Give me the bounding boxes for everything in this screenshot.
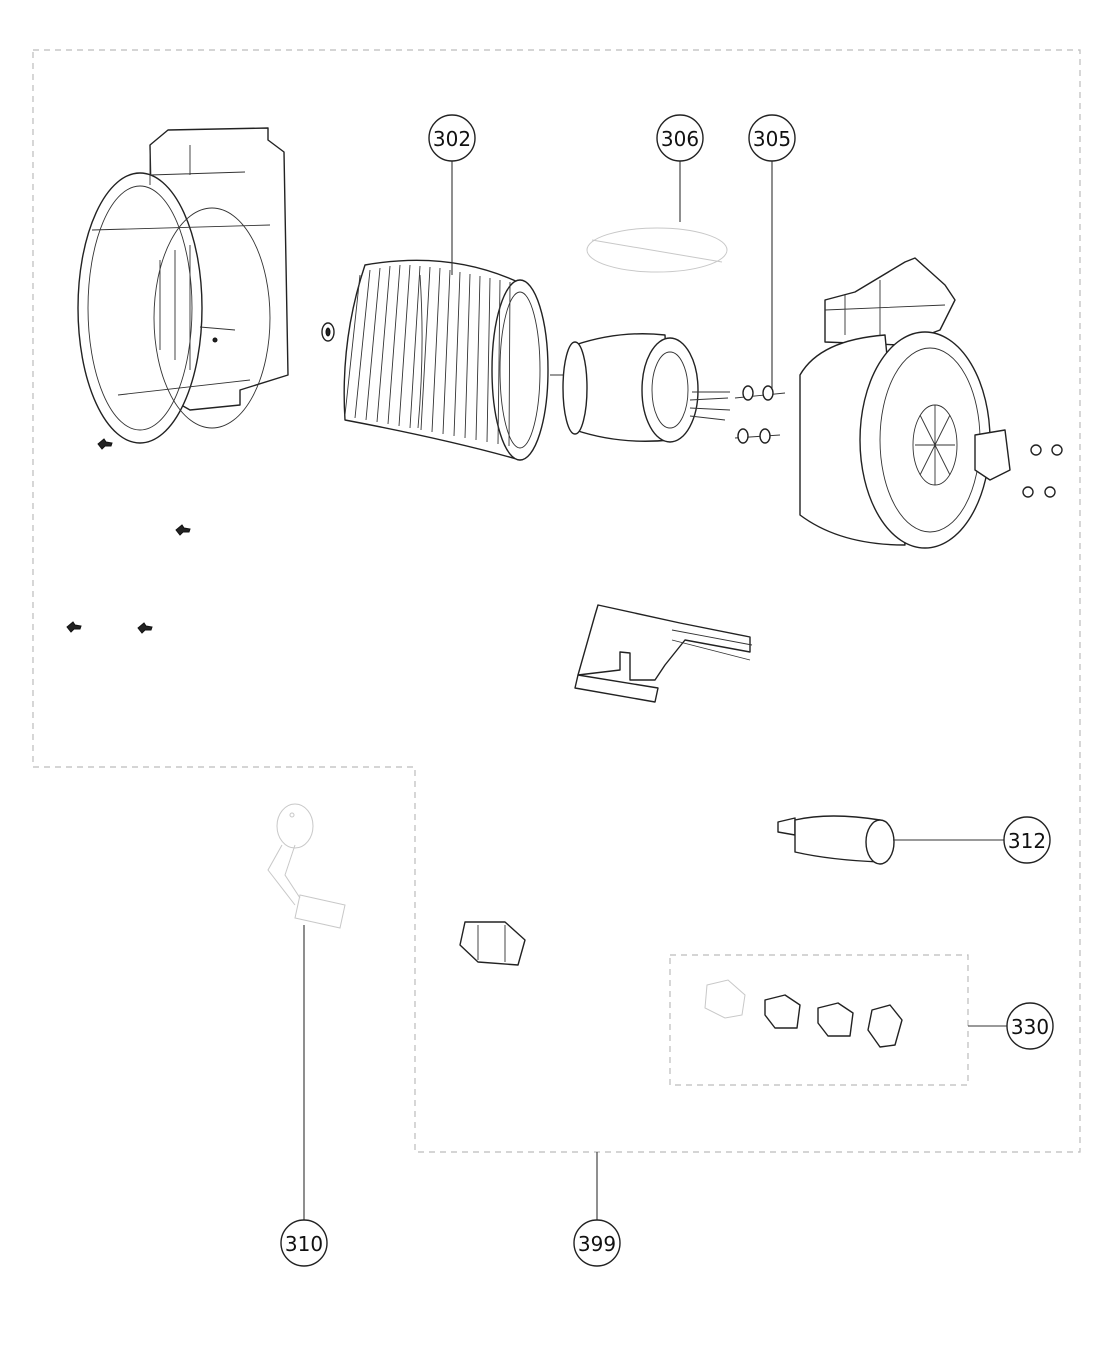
callout-312-label: 312	[1008, 829, 1046, 853]
terminal-block	[459, 921, 526, 966]
callout-399: 399	[573, 1219, 621, 1267]
leader-lines	[303, 161, 1007, 1220]
blower-wheel	[343, 259, 549, 461]
hub-nut	[321, 322, 335, 342]
blower-motor	[550, 333, 731, 443]
callout-306-label: 306	[661, 127, 699, 151]
callout-399-label: 399	[578, 1232, 616, 1256]
capacitor	[777, 815, 895, 865]
rubber-grommets	[734, 385, 786, 444]
callout-306: 306	[656, 114, 704, 162]
hex-nuts	[1022, 444, 1063, 498]
callout-330-label: 330	[1011, 1015, 1049, 1039]
assembly-boundary	[32, 49, 1081, 1153]
callout-302-label: 302	[433, 127, 471, 151]
callout-330: 330	[1006, 1002, 1054, 1050]
callout-310-label: 310	[285, 1232, 323, 1256]
callout-302: 302	[428, 114, 476, 162]
left-blower-housing	[77, 127, 289, 444]
screw-group	[66, 438, 191, 634]
callout-305: 305	[748, 114, 796, 162]
right-blower-housing	[799, 257, 1011, 549]
connector-kit-boundary	[669, 954, 969, 1086]
connector-kit	[704, 979, 903, 1048]
thermostat-harness	[267, 803, 346, 929]
callout-312: 312	[1003, 816, 1051, 864]
callout-305-label: 305	[753, 127, 791, 151]
mounting-ring	[586, 227, 728, 273]
callout-310: 310	[280, 1219, 328, 1267]
motor-bracket	[574, 604, 753, 703]
